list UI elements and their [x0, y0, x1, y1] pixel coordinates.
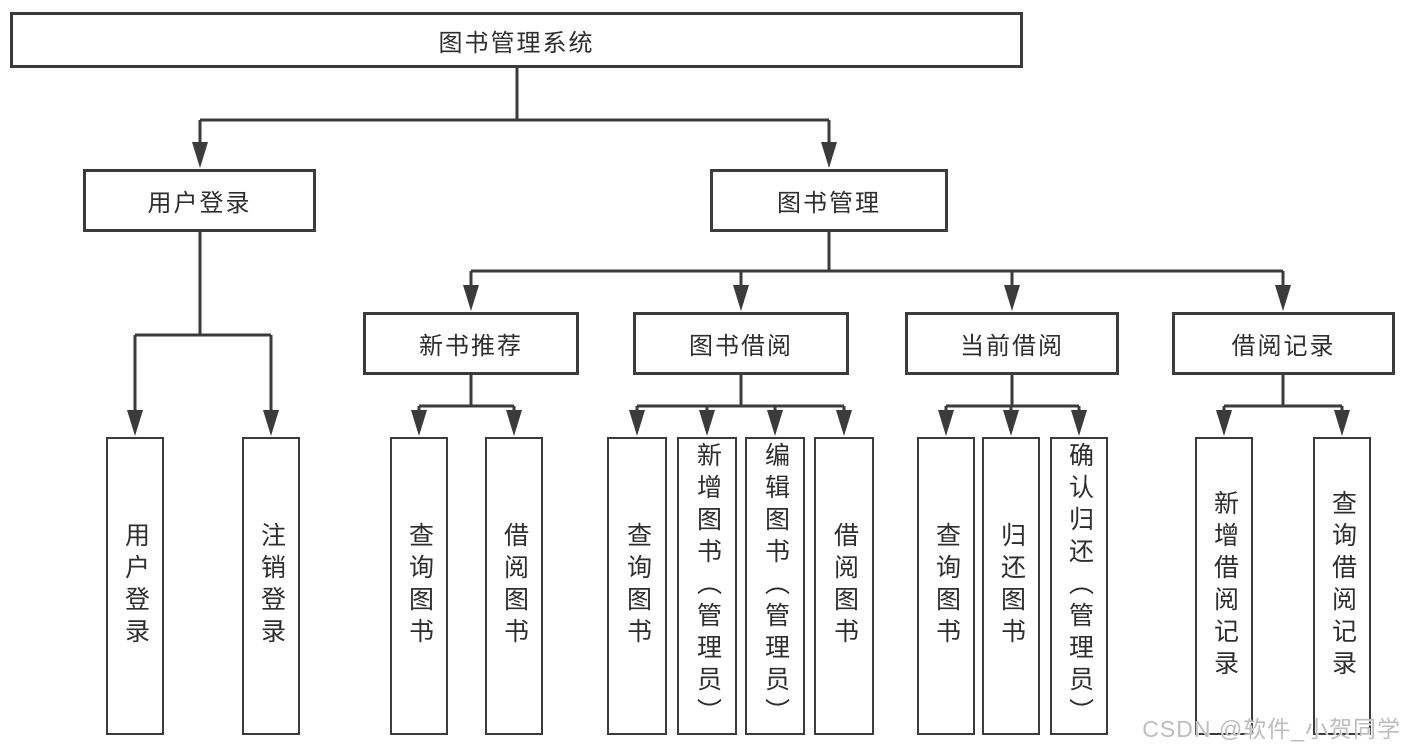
node-user-login: 用户登录 — [83, 169, 316, 232]
leaf-query-borrow-record: 查询借阅记录 — [1313, 437, 1371, 735]
node-book-borrow-label: 图书借阅 — [689, 333, 793, 360]
leaf-logout: 注销登录 — [242, 437, 300, 735]
node-new-book-recommend: 新书推荐 — [363, 312, 579, 375]
node-book-management-label: 图书管理 — [777, 190, 881, 217]
csdn-watermark: CSDN @软件_小贺同学 — [1142, 716, 1401, 742]
node-user-login-label: 用户登录 — [147, 190, 252, 217]
node-current-borrow-label: 当前借阅 — [960, 333, 1064, 360]
node-library-system-label: 图书管理系统 — [438, 29, 595, 57]
node-borrow-records: 借阅记录 — [1172, 312, 1395, 375]
leaf-borrow-book: 借阅图书 — [814, 437, 874, 735]
node-book-management: 图书管理 — [710, 169, 948, 232]
leaf-return-book: 归还图书 — [982, 437, 1040, 735]
leaf-add-book-admin: 新增图书（管理员） — [677, 437, 737, 735]
leaf-user-login: 用户登录 — [106, 437, 164, 735]
leaf-query-book-current: 查询图书 — [917, 437, 975, 735]
leaf-query-book-recommend: 查询图书 — [390, 437, 448, 735]
leaf-edit-book-admin: 编辑图书（管理员） — [745, 437, 805, 735]
leaf-query-book-borrow: 查询图书 — [607, 437, 667, 735]
node-library-system: 图书管理系统 — [10, 12, 1023, 68]
node-borrow-records-label: 借阅记录 — [1231, 333, 1336, 360]
leaf-add-borrow-record: 新增借阅记录 — [1195, 437, 1253, 735]
node-current-borrow: 当前借阅 — [905, 312, 1119, 375]
node-new-book-recommend-label: 新书推荐 — [419, 333, 523, 360]
leaf-confirm-return-admin: 确认归还（管理员） — [1050, 437, 1108, 735]
leaf-borrow-book-recommend: 借阅图书 — [485, 437, 543, 735]
node-book-borrow: 图书借阅 — [633, 312, 849, 375]
